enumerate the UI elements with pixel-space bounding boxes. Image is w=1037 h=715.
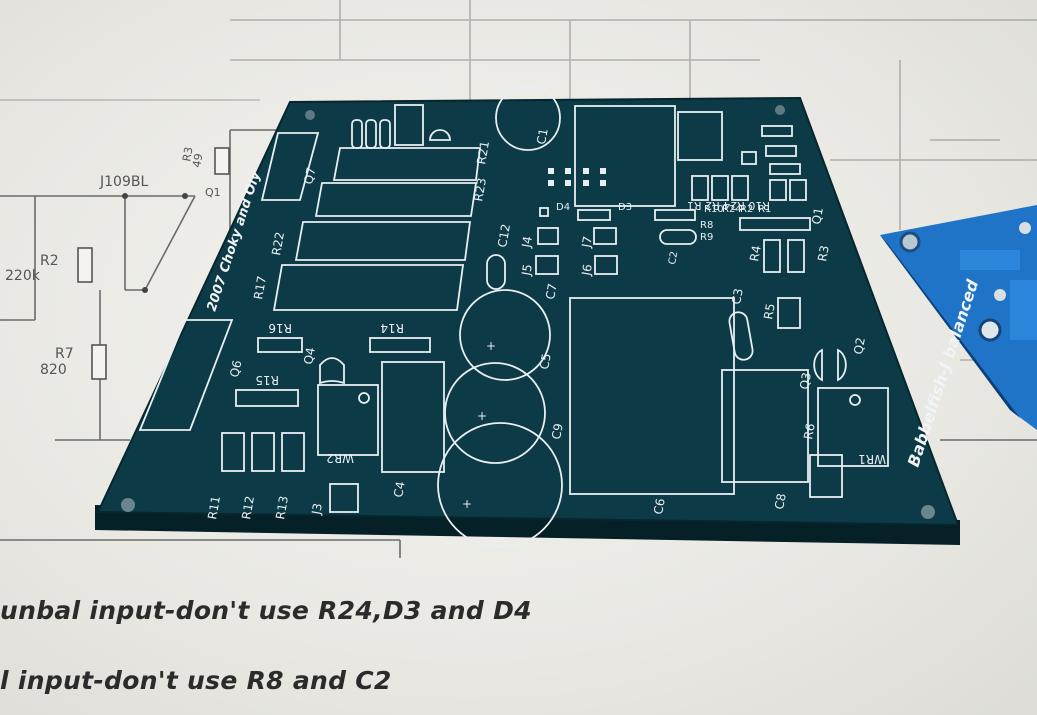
pcb-r13: R13 [273, 495, 291, 521]
svg-text:C10: C10 [424, 77, 438, 98]
pcb-q3: Q3 [797, 371, 814, 390]
schem-jfet-label: J109BL [99, 174, 148, 190]
pcb-c2: C2 [667, 250, 680, 265]
svg-text:+: + [462, 497, 472, 511]
pcb-d4: D4 [556, 202, 570, 213]
schem-r3-label: R3 [180, 146, 195, 163]
pcb-r10: R10 [704, 204, 724, 215]
svg-text:+: + [477, 409, 487, 423]
pcb-j4: J4 [519, 235, 535, 249]
pcb-r1: R1 [758, 204, 771, 215]
pcb-r6: R6 [801, 422, 818, 440]
pcb-c5-outline [444, 362, 546, 464]
schem-r7-value: 820 [40, 362, 67, 378]
pcb-j3: J3 [309, 502, 325, 516]
pcb-r4: R4 [747, 244, 764, 262]
pcb-q7: Q7 [301, 166, 318, 186]
schem-r3-value: 49 [190, 152, 205, 168]
pcb-wr2: WR2 [326, 451, 354, 465]
schem-q1-label: Q1 [205, 186, 221, 199]
pcb-wr1: WR1 [858, 452, 886, 466]
pcb-c6-outline [569, 297, 735, 495]
pcb-q4: Q4 [301, 346, 318, 365]
pcb-q2: Q2 [851, 336, 868, 355]
pcb-c1: C1 [534, 127, 551, 145]
pcb-q6: Q6 [227, 359, 244, 379]
pcb-r14: R14 [380, 321, 404, 335]
pcb-j7: J7 [579, 235, 595, 249]
pcb-r22: R22 [269, 231, 287, 257]
note-line-2: l input-don't use R8 and C2 [0, 666, 392, 695]
pcb-c1-outline [495, 85, 561, 151]
pcb-r12: R12 [239, 495, 257, 521]
pcb-c8: C8 [772, 492, 789, 510]
pcb-c3: C3 [729, 287, 746, 305]
pcb-r21: R21 [474, 140, 492, 166]
pcb-r24: R24 [722, 204, 742, 215]
pcb-d3: D3 [618, 202, 632, 213]
svg-text:R10 R24 R2 R1: R10 R24 R2 R1 [687, 199, 770, 212]
pcb-solder-mask [98, 98, 958, 525]
resistor-r2-symbol [77, 247, 93, 283]
schem-r2-value: 220k [5, 268, 41, 284]
pcb-j6: J6 [579, 263, 595, 277]
pcb-c5: C5 [537, 352, 554, 370]
note-line-1: unbal input-don't use R24,D3 and D4 [0, 596, 532, 625]
schem-r7-label: R7 [55, 346, 74, 362]
pcb-r11: R11 [205, 495, 223, 521]
pcb-r15: R15 [255, 373, 279, 387]
pcb-c6: C6 [651, 497, 668, 515]
pcb-c12: C12 [495, 223, 513, 249]
pcb-c9: C9 [549, 422, 566, 440]
schem-r2-label: R2 [40, 253, 59, 269]
resistor-r7-symbol [91, 344, 107, 380]
svg-text:+: + [486, 339, 496, 353]
pcb-r3: R3 [815, 244, 832, 262]
pcb-r8: R8 [700, 220, 713, 231]
pcb-c7: C7 [543, 282, 560, 300]
pcb-r2: R2 [740, 204, 753, 215]
pcb-r5: R5 [761, 302, 778, 320]
pcb-r16: R16 [268, 321, 292, 335]
pcb-q1: Q1 [809, 206, 826, 225]
pcb-j5: J5 [519, 263, 535, 277]
pcb-r17: R17 [251, 275, 269, 301]
pcb-c9-outline [437, 422, 563, 548]
pcb-c7-outline [459, 289, 551, 381]
pcb-c4: C4 [391, 480, 408, 498]
pcb-r9: R9 [700, 232, 713, 243]
pcb-r23: R23 [471, 177, 489, 203]
pcb-brand: Babbelfish-J balanced [904, 277, 983, 469]
resistor-r3-symbol [214, 147, 230, 175]
